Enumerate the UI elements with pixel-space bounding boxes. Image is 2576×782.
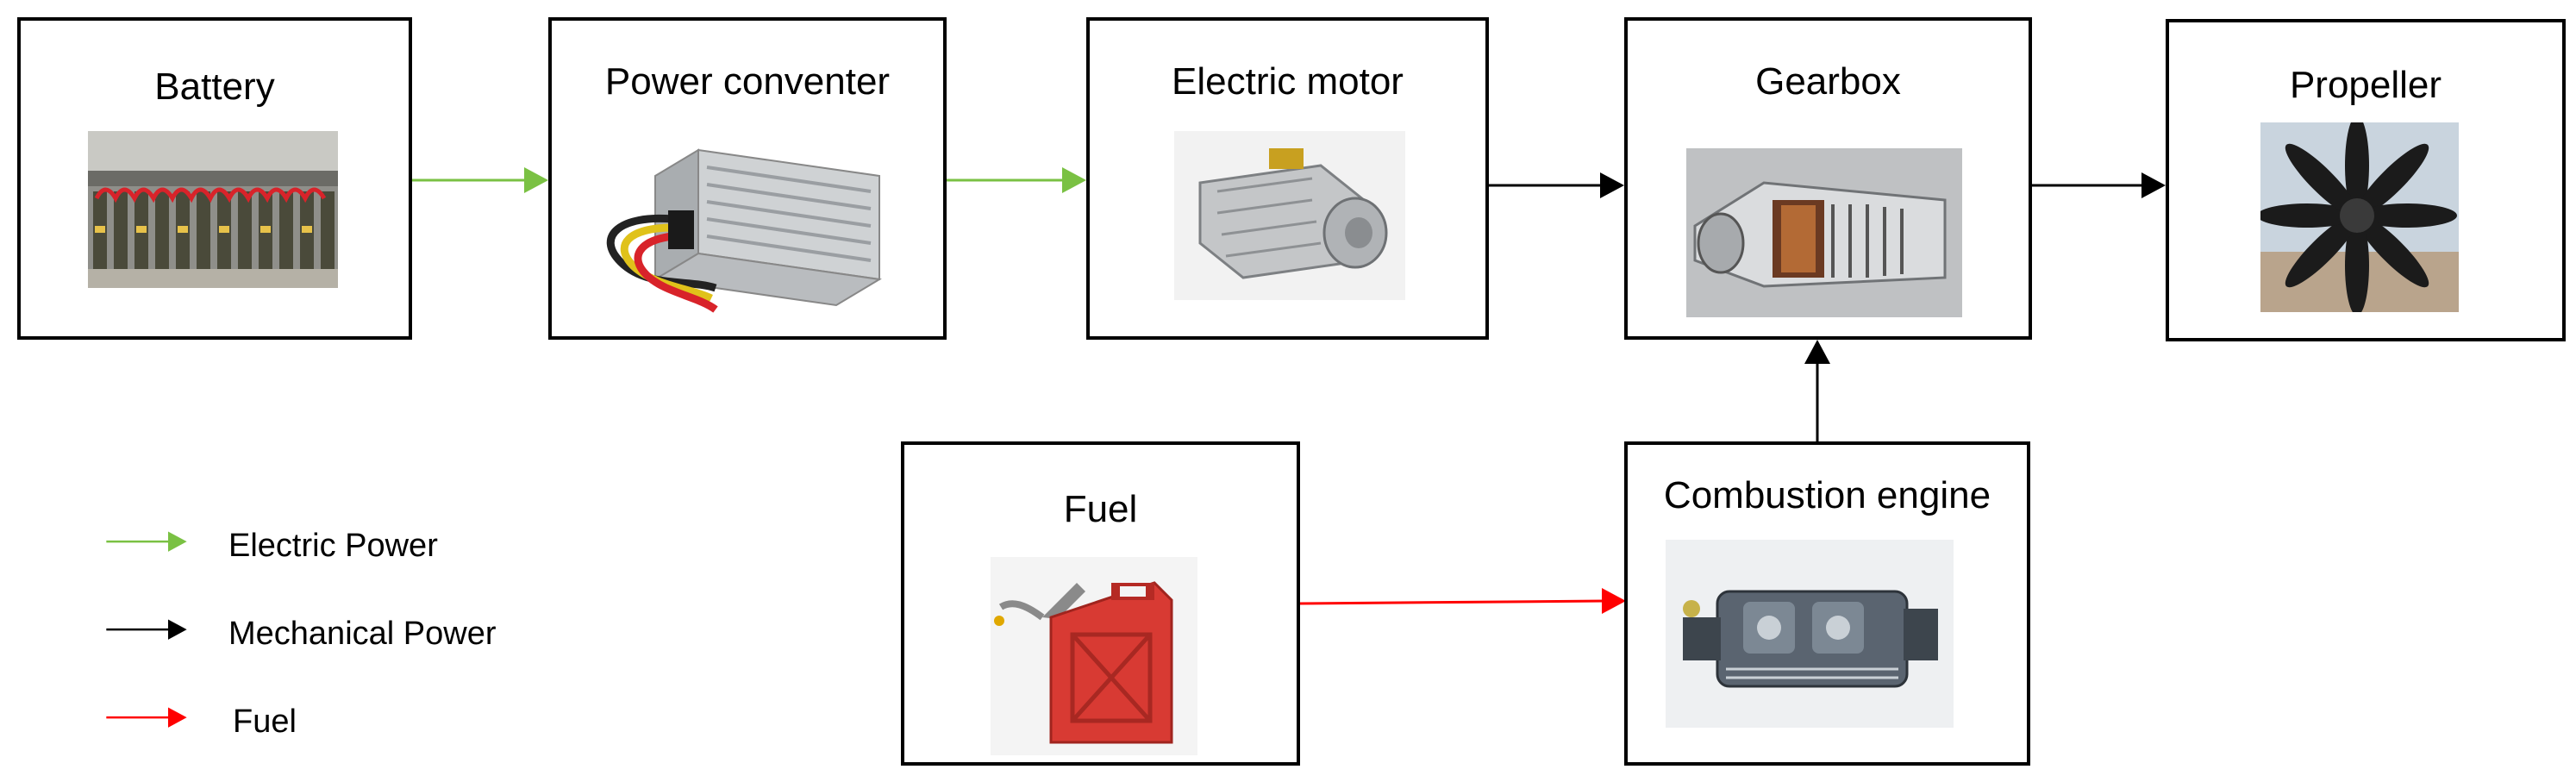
combustion-engine-label: Combustion engine xyxy=(1663,474,1991,516)
power-converter-node: Power conventer xyxy=(548,17,947,340)
fuel-can-icon xyxy=(991,557,1197,755)
gearbox-label: Gearbox xyxy=(1755,60,1901,103)
electric-motor-icon xyxy=(1174,131,1405,300)
dc-converter-icon xyxy=(606,148,882,313)
combustion-engine-icon xyxy=(1666,540,1954,728)
legend-item-mechanical: Mechanical Power xyxy=(103,609,707,660)
propeller-node: Propeller xyxy=(2166,19,2566,341)
legend-label-electric: Electric Power xyxy=(228,528,438,564)
legend-item-fuel: Fuel xyxy=(103,697,707,748)
edge-gearbox-to-propeller xyxy=(2032,172,2166,198)
combustion-engine-node: Combustion engine xyxy=(1624,441,2030,766)
battery-label: Battery xyxy=(154,66,275,108)
edge-electric-motor-to-gearbox xyxy=(1489,172,1624,198)
legend-swatch-fuel xyxy=(106,707,187,728)
edge-fuel-to-combustion-engine xyxy=(1299,588,1626,614)
legend-swatch-mechanical xyxy=(106,619,187,640)
fuel-node: Fuel xyxy=(901,441,1300,766)
legend-label-mechanical: Mechanical Power xyxy=(228,616,497,652)
power-converter-label: Power conventer xyxy=(604,60,891,103)
legend-swatch-electric xyxy=(106,531,187,552)
electric-motor-node: Electric motor xyxy=(1086,17,1489,340)
edge-power-converter-to-electric-motor xyxy=(947,167,1086,193)
propeller-icon xyxy=(2260,122,2459,312)
edge-combustion-engine-to-gearbox xyxy=(1804,340,1830,441)
battery-node: Battery xyxy=(17,17,412,340)
legend-label-fuel: Fuel xyxy=(233,704,297,740)
edge-battery-to-power-converter xyxy=(412,167,548,193)
gearbox-icon xyxy=(1686,148,1962,317)
legend-item-electric: Electric Power xyxy=(103,521,707,572)
battery-pack-icon xyxy=(88,131,338,288)
propeller-label: Propeller xyxy=(2289,64,2442,106)
gearbox-node: Gearbox xyxy=(1624,17,2032,340)
electric-motor-label: Electric motor xyxy=(1172,60,1404,103)
fuel-label: Fuel xyxy=(1063,488,1138,530)
